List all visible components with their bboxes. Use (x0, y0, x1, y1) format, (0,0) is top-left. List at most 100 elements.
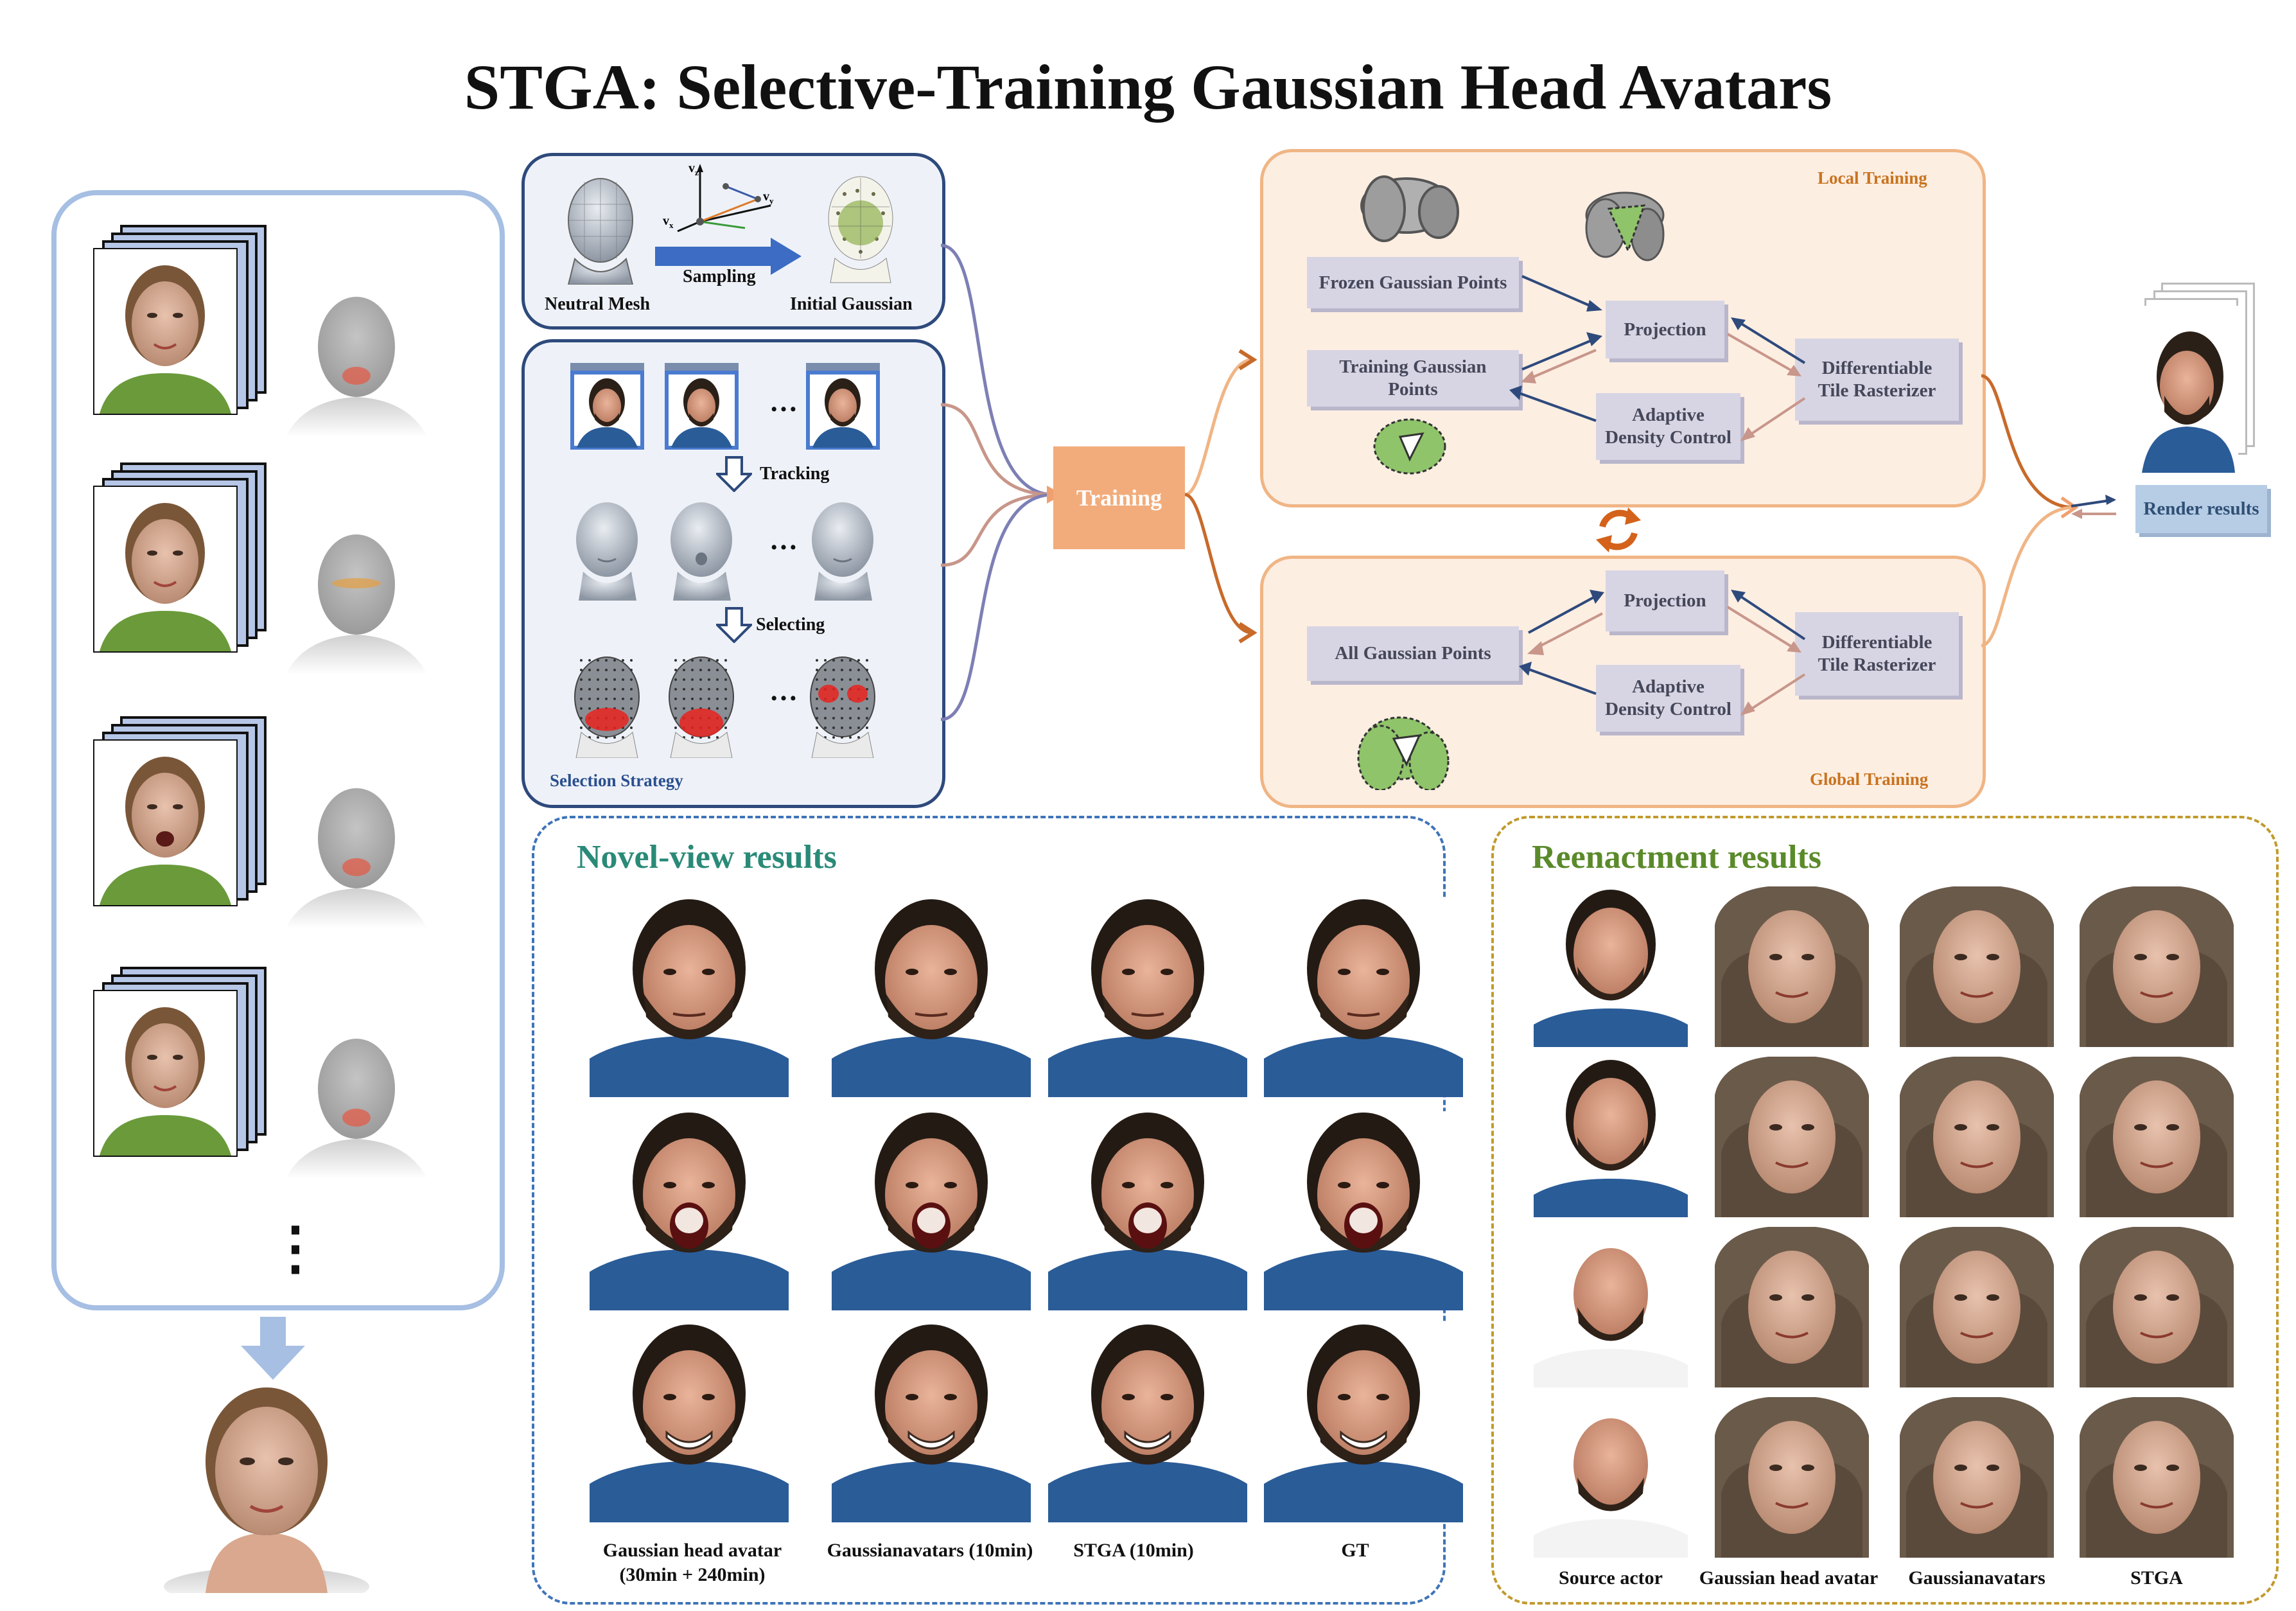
left-ellipsis: ⋮ (267, 1217, 324, 1281)
novel-view-image (590, 898, 789, 1097)
novel-view-caption: Gaussian head avatar (30min + 240min) (602, 1540, 782, 1585)
gaussian-overlay-image (286, 788, 427, 928)
tracked-head-mesh (670, 502, 732, 601)
novel-view-image (590, 1111, 789, 1310)
selecting-arrow-icon (716, 607, 752, 643)
global-gaussian-shapes (1357, 590, 1604, 790)
reenactment-caption: Source actor (1559, 1567, 1663, 1589)
axis-y-label: vy (763, 189, 774, 206)
novel-view-image (832, 1111, 1031, 1310)
input-video-frame (806, 363, 880, 450)
selected-region-mesh (669, 656, 734, 758)
connector-lines (940, 243, 1258, 721)
ellipsis-label: … (769, 524, 798, 556)
gaussian-overlay-image (286, 1039, 427, 1179)
render-results-box: Render results (2135, 485, 2267, 533)
local-right-arrows (1727, 317, 1806, 441)
reenacted-avatar-image (1715, 1397, 1869, 1558)
training-frame-image (93, 248, 238, 415)
reenactment-caption: Gaussianavatars (1908, 1567, 2046, 1589)
selected-region-mesh (574, 656, 640, 758)
input-video-frame (570, 363, 644, 450)
reenacted-avatar-image (2080, 886, 2234, 1047)
reenacted-avatar-image (1715, 1227, 1869, 1387)
axis-diagram: vz vy vx (663, 161, 774, 233)
axis-x-label: vx (663, 214, 674, 230)
novel-view-caption: STGA (10min) (1073, 1540, 1194, 1561)
novel-view-image (1264, 1323, 1463, 1522)
reenacted-avatar-image (1900, 886, 2054, 1047)
axis-z-label: vz (688, 161, 699, 177)
neutral-mesh-label: Neutral Mesh (545, 294, 651, 314)
sampling-label: Sampling (683, 267, 756, 286)
figure-title: STGA: Selective-Training Gaussian Head A… (464, 51, 1832, 123)
training-block: Training (1053, 446, 1185, 549)
source-actor-image (1534, 1057, 1688, 1217)
local-rasterizer-box: Differentiable Tile Rasterizer (1795, 339, 1959, 421)
output-connectors (1981, 374, 2116, 647)
training-frame-stack (93, 967, 273, 1159)
selected-region-mesh (810, 656, 875, 758)
tracking-label: Tracking (760, 464, 830, 484)
training-frame-stack (93, 716, 273, 909)
global-training-label: Global Training (1810, 770, 1929, 789)
global-rasterizer-box: Differentiable Tile Rasterizer (1795, 612, 1959, 696)
novel-view-image (1048, 1111, 1247, 1310)
global-projection-box: Projection (1606, 570, 1724, 631)
cycle-icon (1596, 507, 1641, 552)
input-video-frame (665, 363, 739, 450)
tracking-arrow-icon (716, 456, 752, 492)
ellipsis-label: … (769, 675, 798, 707)
novel-view-title: Novel-view results (577, 839, 837, 876)
local-training-label: Local Training (1818, 168, 1927, 188)
local-gaussian-shapes (1360, 175, 1665, 475)
initial-gaussian-label: Initial Gaussian (790, 294, 913, 314)
reenacted-avatar-image (1900, 1057, 2054, 1217)
training-frame-image (93, 739, 238, 906)
training-frame-stack (93, 225, 273, 418)
novel-view-image (1048, 898, 1247, 1097)
global-adaptive-density-box: Adaptive Density Control (1596, 665, 1740, 732)
global-right-arrows (1726, 590, 1806, 716)
initial-gaussian-image (828, 176, 893, 283)
gaussian-overlay-image (286, 297, 427, 437)
reenacted-avatar-image (1715, 1057, 1869, 1217)
training-frame-stack (93, 462, 273, 655)
selecting-label: Selecting (756, 615, 825, 635)
final-avatar-image (164, 1387, 369, 1593)
novel-view-image (832, 1323, 1031, 1522)
novel-view-image (1264, 898, 1463, 1097)
novel-view-image (1048, 1323, 1247, 1522)
source-actor-image (1534, 886, 1688, 1047)
reenacted-avatar-image (2080, 1227, 2234, 1387)
novel-view-caption: Gaussianavatars (10min) (827, 1540, 1033, 1561)
local-adaptive-density-box: Adaptive Density Control (1596, 393, 1740, 460)
local-projection-box: Projection (1606, 301, 1724, 358)
source-actor-image (1534, 1227, 1688, 1387)
ellipsis-label: … (769, 386, 798, 418)
reenacted-avatar-image (2080, 1057, 2234, 1217)
reenacted-avatar-image (2080, 1397, 2234, 1558)
reenactment-caption: STGA (2130, 1567, 2183, 1589)
novel-view-image (1264, 1111, 1463, 1310)
tracked-head-mesh (812, 502, 873, 601)
novel-view-image (832, 898, 1031, 1097)
novel-view-caption: GT (1341, 1540, 1369, 1561)
sampling-arrow-icon (655, 238, 802, 275)
reenacted-avatar-image (1900, 1227, 2054, 1387)
all-gaussian-points-box: All Gaussian Points (1307, 626, 1519, 681)
training-gaussian-points-box: Training Gaussian Points (1307, 350, 1519, 407)
gaussian-overlay-image (286, 534, 427, 674)
neutral-mesh-image (567, 178, 634, 285)
reenactment-caption: Gaussian head avatar (1699, 1567, 1879, 1589)
selection-strategy-label: Selection Strategy (550, 771, 683, 790)
reenacted-avatar-image (1715, 886, 1869, 1047)
source-actor-image (1534, 1397, 1688, 1558)
training-frame-image (93, 486, 238, 653)
reenactment-title: Reenactment results (1532, 839, 1822, 876)
tracked-head-mesh (576, 502, 638, 601)
training-frame-image (93, 990, 238, 1157)
frozen-gaussian-points-box: Frozen Gaussian Points (1307, 257, 1519, 308)
render-results-stack (2135, 283, 2255, 475)
reenacted-avatar-image (1900, 1397, 2054, 1558)
